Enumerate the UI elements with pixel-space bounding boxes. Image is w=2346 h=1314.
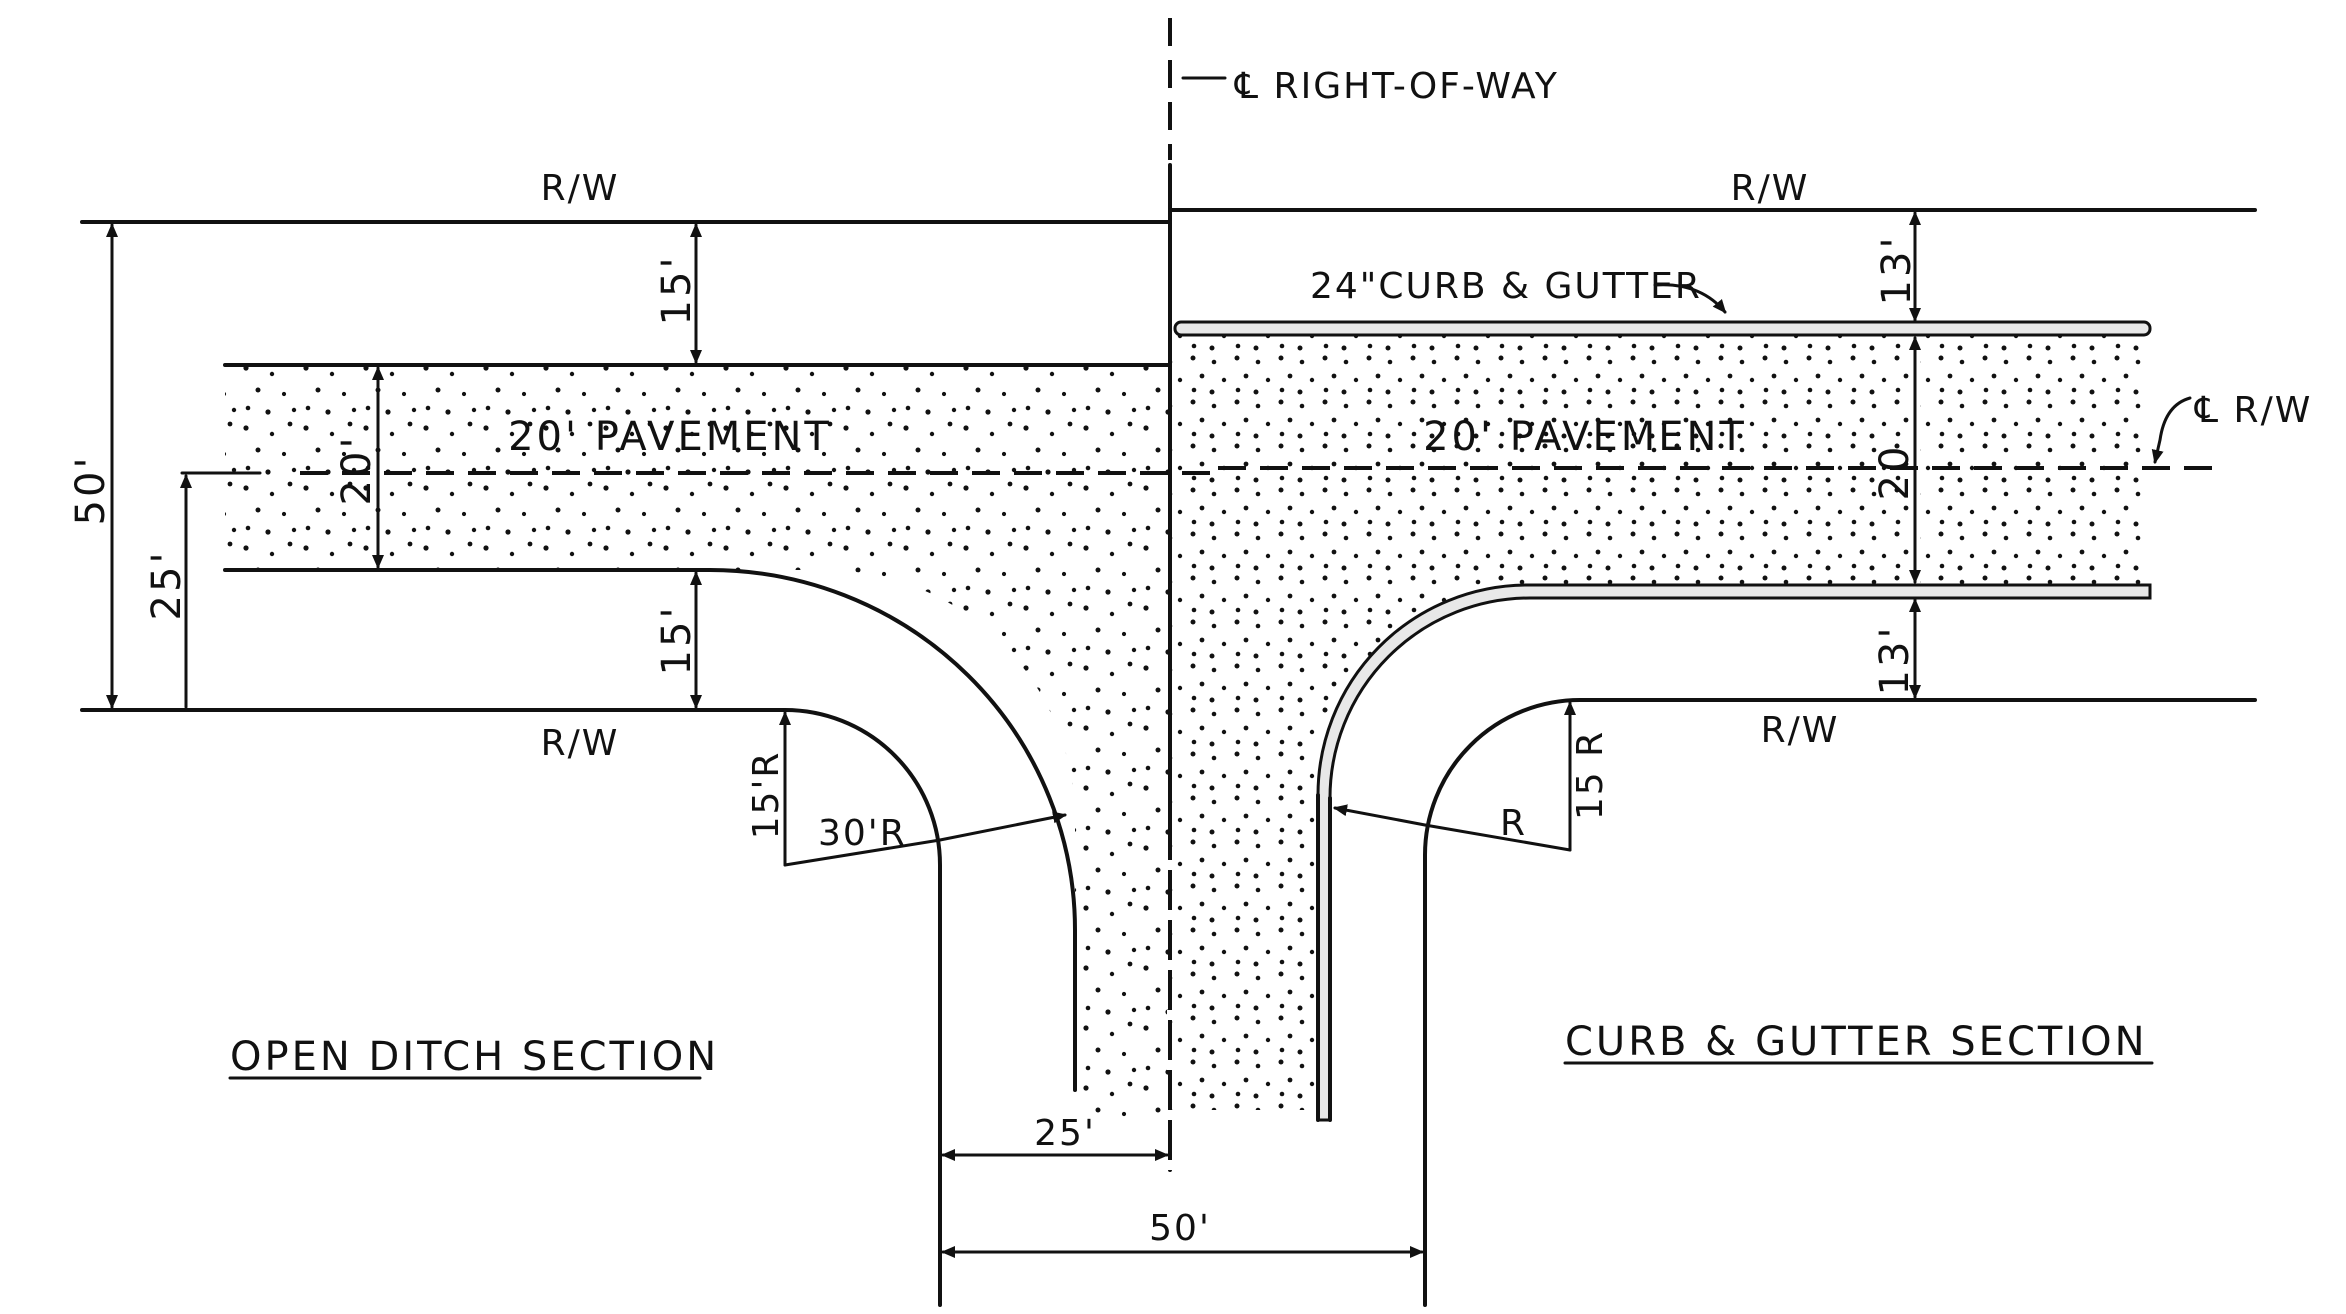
section-titles: OPEN DITCH SECTION CURB & GUTTER SECTION xyxy=(228,1019,2154,1080)
row-lines xyxy=(80,208,2257,1307)
radius-30-left-label: 30'R xyxy=(818,813,907,854)
dims-left: 50' 25' 15' 15' 20' R/W R/W 20' PAVEMENT xyxy=(68,168,832,764)
pavement-left xyxy=(225,365,1170,1125)
radius-15-left-label: 15'R xyxy=(746,751,787,840)
radius-left: 15'R 30'R xyxy=(746,711,1067,867)
radius-15-right-label: 15 R xyxy=(1570,730,1611,820)
dim-pavement-right-label: 20 xyxy=(1872,444,1918,501)
curb-gutter-title: CURB & GUTTER SECTION xyxy=(1565,1019,2148,1065)
dim-pavement-left-label: 20' xyxy=(334,435,380,506)
dim-50-bottom-label: 50' xyxy=(1149,1208,1211,1249)
pavement-left-edges xyxy=(180,363,1220,1092)
dim-15-top-label: 15' xyxy=(654,255,700,326)
curb-gutter-note: 24"CURB & GUTTER xyxy=(1310,266,1702,307)
centerline-label: ℄ RIGHT-OF-WAY xyxy=(1234,66,1559,107)
dim-50-label: 50' xyxy=(68,455,114,526)
dim-25-label: 25' xyxy=(144,550,190,621)
radius-right-label: R xyxy=(1500,803,1527,844)
rw-top-left-label: R/W xyxy=(541,168,620,209)
open-ditch-title: OPEN DITCH SECTION xyxy=(230,1034,719,1080)
centerline-row: ℄ RIGHT-OF-WAY xyxy=(1167,18,1559,1172)
curb-gutter-right xyxy=(1173,320,2220,1122)
dim-13-bottom-label: 13' xyxy=(1872,625,1918,696)
rw-top-right-label: R/W xyxy=(1731,168,1810,209)
dim-13-top-label: 13' xyxy=(1874,235,1920,306)
dims-bottom: 25' 50' xyxy=(941,1113,1424,1258)
dim-15-bottom-label: 15' xyxy=(654,605,700,676)
dim-25-bottom-label: 25' xyxy=(1034,1113,1096,1154)
cl-rw-right-label: ℄ R/W xyxy=(2194,390,2312,431)
radius-right: 15 R R xyxy=(1333,701,1611,852)
pavement-right-label: 20' PAVEMENT xyxy=(1423,414,1747,460)
pavement-right xyxy=(1170,330,2145,1110)
rw-bottom-right-label: R/W xyxy=(1761,710,1840,751)
dims-right: 13' 20 13' R/W R/W 20' PAVEMENT 24"CURB … xyxy=(1310,168,2312,751)
rw-bottom-left-label: R/W xyxy=(541,723,620,764)
pavement-left-label: 20' PAVEMENT xyxy=(508,414,832,460)
